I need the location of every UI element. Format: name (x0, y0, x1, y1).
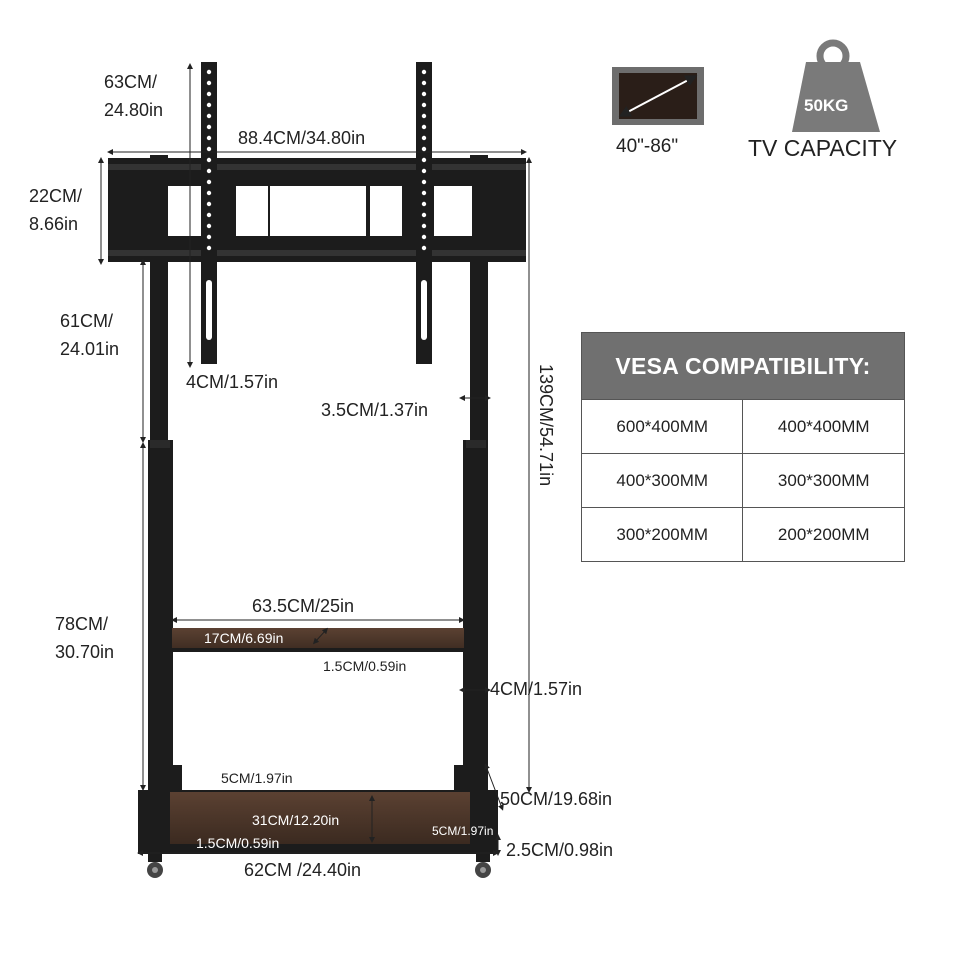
arm-hole (206, 234, 212, 240)
bracket-height-in-label: 24.80in (104, 100, 164, 120)
arm-hole (206, 212, 212, 218)
caster-wheels (147, 854, 491, 878)
arm-hole (421, 146, 427, 152)
bracket-width-label: 88.4CM/34.80in (238, 128, 366, 148)
arm-hole (206, 157, 212, 163)
arm-hole (421, 179, 427, 185)
shelf-width-label: 63.5CM/25in (252, 596, 355, 616)
arm-hole (206, 80, 212, 86)
vesa-cell: 200*200MM (742, 507, 905, 562)
arm-width-label: 4CM/1.57in (186, 372, 279, 392)
arm-hole (421, 80, 427, 86)
arm-hole (206, 201, 212, 207)
stand-columns (148, 155, 488, 800)
column-width-label: 3.5CM/1.37in (321, 400, 429, 420)
base-height-label: 2.5CM/0.98in (506, 840, 614, 860)
plate-height-in-label: 8.66in (29, 214, 79, 234)
table-row: 300*200MM 200*200MM (580, 507, 905, 562)
weight-badge-label: 50KG (804, 96, 849, 115)
arm-hole (206, 146, 212, 152)
arm-hole (206, 113, 212, 119)
base-frame (138, 765, 498, 854)
vesa-cell: 300*300MM (742, 453, 905, 508)
arm-slot (206, 280, 212, 340)
lower-column-in-label: 30.70in (55, 642, 115, 662)
arm-hole (206, 102, 212, 108)
base-post-label: 5CM/1.97in (221, 770, 293, 786)
plate-height-cm-label: 22CM/ (29, 186, 83, 206)
vesa-table-title: VESA COMPATIBILITY: (581, 332, 905, 400)
arm-hole (421, 102, 427, 108)
arm-hole (421, 223, 427, 229)
arm-hole (206, 135, 212, 141)
arm-hole (421, 124, 427, 130)
arm-hole (206, 223, 212, 229)
shelf-depth-label: 17CM/6.69in (204, 630, 284, 646)
bracket-height-cm-label: 63CM/ (104, 72, 158, 92)
dimension-lines (98, 63, 532, 856)
base-depth-label: 31CM/12.20in (252, 812, 340, 828)
base-length-label: 50CM/19.68in (500, 789, 613, 809)
arm-hole (421, 190, 427, 196)
lower-column-cm-label: 78CM/ (55, 614, 109, 634)
total-height-label: 139CM/54.71in (536, 364, 556, 487)
base-width-label: 62CM /24.40in (244, 860, 362, 880)
arm-slot (421, 280, 427, 340)
arm-hole (421, 157, 427, 163)
arm-hole (421, 135, 427, 141)
vesa-cell: 400*400MM (742, 399, 905, 454)
arm-hole (206, 91, 212, 97)
arm-hole (206, 168, 212, 174)
screen-size-icon (612, 67, 704, 125)
arm-hole (421, 245, 427, 251)
table-row: 600*400MM 400*400MM (580, 399, 905, 454)
vesa-cell: 400*300MM (580, 453, 744, 508)
base-side-label: 5CM/1.97in (432, 824, 494, 838)
arm-hole (206, 179, 212, 185)
upper-column-cm-label: 61CM/ (60, 311, 114, 331)
arm-hole (206, 245, 212, 251)
upper-column-in-label: 24.01in (60, 339, 120, 359)
screen-size-label: 40"-86" (616, 136, 679, 157)
table-row: 400*300MM 300*300MM (580, 453, 905, 508)
arm-hole (206, 124, 212, 130)
arm-hole (206, 69, 212, 75)
arm-hole (421, 212, 427, 218)
vesa-cell: 300*200MM (580, 507, 744, 562)
weight-icon (792, 39, 880, 132)
arm-hole (421, 234, 427, 240)
vesa-cell: 600*400MM (580, 399, 744, 454)
vesa-compatibility-table: VESA COMPATIBILITY: 600*400MM 400*400MM … (580, 332, 905, 562)
mounting-plate (108, 158, 526, 262)
arm-hole (421, 201, 427, 207)
arm-hole (421, 69, 427, 75)
arm-hole (206, 190, 212, 196)
tv-capacity-label: TV CAPACITY (748, 135, 898, 161)
shelf-thickness-label: 1.5CM/0.59in (323, 658, 407, 674)
arm-hole (421, 91, 427, 97)
arm-hole (421, 113, 427, 119)
base-board-thickness-label: 1.5CM/0.59in (196, 835, 280, 851)
arm-hole (421, 168, 427, 174)
lower-column-width-label: 4CM/1.57in (490, 679, 583, 699)
